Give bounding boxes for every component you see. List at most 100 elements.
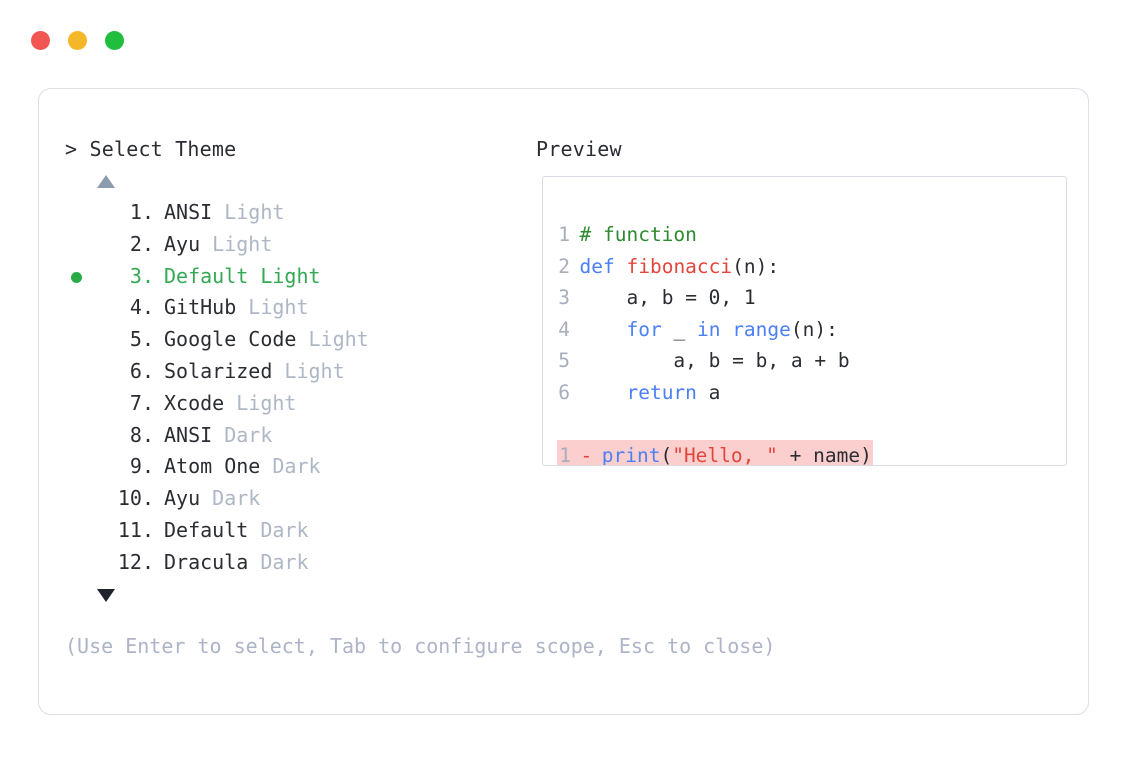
- close-button[interactable]: [31, 31, 50, 50]
- line-number: 6: [558, 380, 570, 404]
- code-token-punctuation: =: [720, 349, 756, 373]
- theme-list-item[interactable]: 2. Ayu Light: [65, 229, 525, 261]
- theme-list: 1. ANSI Light 2. Ayu Light 3. Default Light 4.…: [65, 197, 525, 579]
- theme-item-number: 1.: [129, 200, 154, 224]
- code-token-identifier: b: [755, 349, 768, 373]
- code-token-keyword: for: [626, 317, 662, 341]
- minimize-button[interactable]: [68, 31, 87, 50]
- theme-item-name: ANSI Light: [164, 200, 285, 224]
- code-token-keyword: def: [579, 254, 615, 278]
- code-token-identifier: name: [813, 444, 861, 466]
- code-token-punctuation: [580, 381, 627, 404]
- theme-item-name: ANSI Dark: [164, 422, 273, 447]
- diff-marker: -: [580, 444, 593, 466]
- theme-item-number: 7.: [129, 390, 154, 415]
- code-token-punctuation: (: [732, 254, 744, 278]
- code-token-identifier: a: [708, 380, 721, 404]
- theme-item-variant: Dark: [260, 517, 309, 542]
- code-token-identifier: b: [661, 286, 674, 310]
- theme-item-name: Atom One Dark: [164, 454, 321, 479]
- theme-item-name: Default Dark: [164, 517, 309, 542]
- code-token-punctuation: [662, 318, 674, 341]
- code-token-identifier: n: [802, 317, 815, 341]
- selected-bullet-icon: [71, 271, 82, 283]
- code-token-punctuation: [720, 318, 732, 341]
- code-token-punctuation: ):: [755, 254, 780, 278]
- theme-item-variant: Light: [224, 200, 285, 224]
- code-token-punctuation: ,: [685, 349, 709, 373]
- code-token-punctuation: ):: [814, 317, 838, 341]
- theme-item-name: Google Code Light: [164, 327, 369, 352]
- theme-item-name: Xcode Light: [164, 390, 297, 415]
- code-token-keyword: in: [696, 317, 721, 341]
- theme-item-number: 9.: [129, 454, 154, 479]
- maximize-button[interactable]: [105, 31, 124, 50]
- line-number: 5: [558, 349, 570, 373]
- code-token-punctuation: (: [660, 444, 673, 466]
- code-token-identifier: a: [790, 349, 803, 373]
- theme-item-name: GitHub Light: [164, 295, 309, 320]
- code-token-string: "Hello, ": [672, 444, 778, 466]
- code-token-builtin: print: [601, 444, 661, 466]
- code-token-punctuation: ): [860, 444, 872, 466]
- code-token-identifier: b: [708, 349, 721, 373]
- theme-item-variant: Light: [236, 390, 297, 415]
- line-number: 2: [558, 254, 570, 278]
- scroll-up-icon[interactable]: [97, 175, 115, 188]
- code-line: 6 return a: [557, 377, 885, 409]
- code-token-comment: # function: [579, 223, 697, 246]
- theme-list-item[interactable]: 10.Ayu Dark: [65, 483, 525, 515]
- theme-item-number: 4.: [129, 295, 154, 320]
- theme-item-name: Ayu Light: [164, 231, 273, 256]
- code-token-keyword: return: [626, 380, 697, 404]
- code-token-punctuation: +: [777, 444, 814, 466]
- line-number: 4: [558, 317, 570, 341]
- theme-item-number: 8.: [129, 422, 154, 447]
- code-token-punctuation: [580, 318, 627, 341]
- theme-item-variant: Light: [308, 327, 369, 352]
- theme-item-name: Solarized Light: [164, 358, 345, 383]
- preview-title: Preview: [536, 137, 622, 161]
- code-token-identifier: a: [673, 349, 686, 373]
- code-token-function: fibonacci: [626, 254, 733, 278]
- theme-item-number: 2.: [129, 231, 154, 256]
- theme-list-item[interactable]: 11.Default Dark: [65, 515, 525, 547]
- theme-list-item[interactable]: 6. Solarized Light: [65, 356, 525, 388]
- line-number: 3: [558, 286, 570, 310]
- theme-item-variant: Dark: [260, 549, 309, 574]
- scroll-down-icon[interactable]: [97, 589, 115, 602]
- keyboard-hint: (Use Enter to select, Tab to configure s…: [65, 634, 776, 658]
- theme-item-name: Dracula Dark: [164, 549, 309, 574]
- theme-item-name: Default Light: [164, 263, 321, 288]
- theme-item-variant: Dark: [224, 422, 273, 447]
- theme-list-item[interactable]: 5. Google Code Light: [65, 324, 525, 356]
- theme-item-number: 10.: [117, 486, 154, 511]
- line-number: 1: [558, 223, 570, 246]
- diff-block: 1-print("Hello, " + name)1+print(f"Hello…: [557, 440, 885, 466]
- theme-list-item[interactable]: 8. ANSI Dark: [65, 420, 525, 452]
- theme-item-variant: Light: [284, 358, 345, 383]
- theme-list-item[interactable]: 9. Atom One Dark: [65, 451, 525, 483]
- theme-list-item[interactable]: 3. Default Light: [65, 261, 525, 293]
- theme-item-number: 3.: [129, 263, 154, 288]
- theme-list-item[interactable]: 7. Xcode Light: [65, 388, 525, 420]
- code-token-punctuation: [580, 349, 674, 372]
- diff-line-content: 1-print("Hello, " + name): [557, 440, 873, 466]
- code-token-punctuation: [580, 286, 627, 309]
- theme-list-item[interactable]: 1. ANSI Light: [65, 197, 525, 229]
- line-number: 1: [559, 444, 571, 466]
- code-line: 5 a, b = b, a + b: [557, 345, 885, 377]
- theme-list-item[interactable]: 12.Dracula Dark: [65, 547, 525, 579]
- code-token-punctuation: ,: [767, 349, 791, 373]
- theme-item-number: 6.: [129, 358, 154, 383]
- theme-list-item[interactable]: 4. GitHub Light: [65, 292, 525, 324]
- code-token-builtin: range: [732, 317, 791, 341]
- theme-item-variant: Dark: [212, 486, 261, 511]
- code-token-punctuation: [685, 318, 697, 341]
- theme-item-number: 5.: [129, 327, 154, 352]
- theme-item-variant: Light: [260, 263, 321, 288]
